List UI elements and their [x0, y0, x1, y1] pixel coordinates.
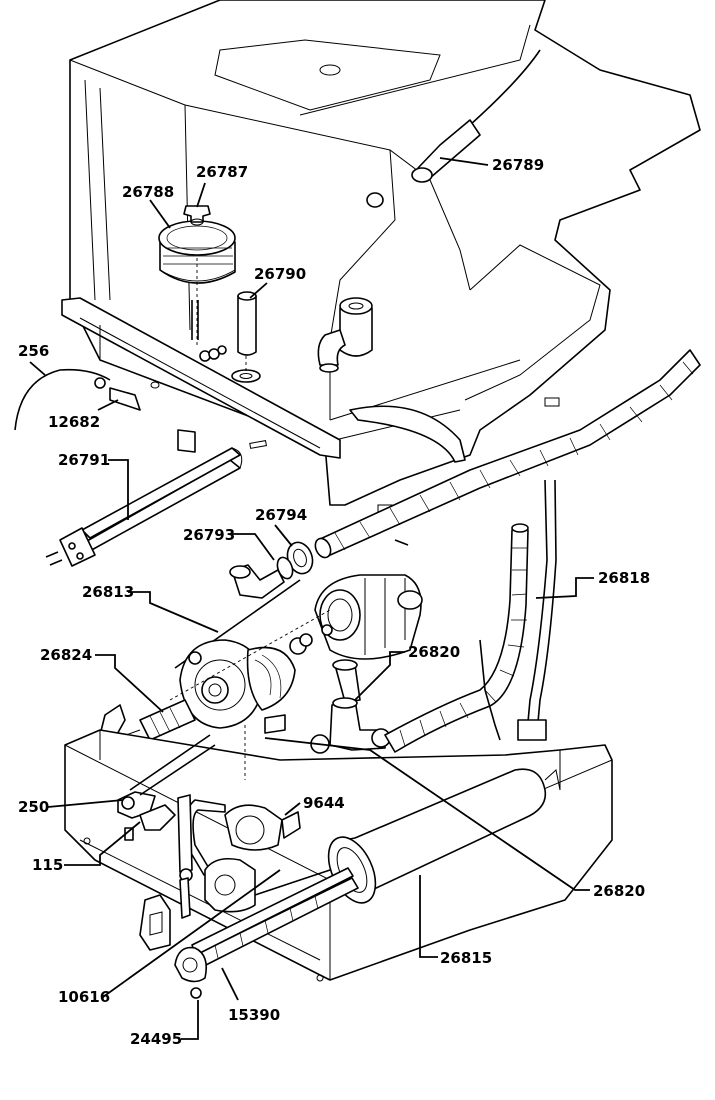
- arched-hose: [384, 479, 557, 753]
- callout-26815: 26815: [440, 949, 492, 967]
- callout-labels: 26789 26787 26788 26790 256 12682 26791 …: [18, 156, 650, 1048]
- hose-fitting: [229, 564, 285, 599]
- callout-26791: 26791: [58, 451, 110, 469]
- callout-26818: 26818: [598, 569, 650, 587]
- callout-115: 115: [32, 856, 63, 874]
- callout-26824: 26824: [40, 646, 92, 664]
- callout-26820-top: 26820: [408, 643, 460, 661]
- wash-pump: [169, 539, 423, 729]
- leader-lines: [29, 157, 594, 1040]
- callout-26788: 26788: [122, 183, 174, 201]
- callout-26794: 26794: [255, 506, 307, 524]
- filter-knob: [183, 205, 211, 226]
- callout-26820-bottom: 26820: [593, 882, 645, 900]
- callout-250: 250: [18, 798, 49, 816]
- callout-9644: 9644: [303, 794, 345, 812]
- callout-15390: 15390: [228, 1006, 280, 1024]
- callout-26793: 26793: [183, 526, 235, 544]
- callout-12682: 12682: [48, 413, 100, 431]
- heater-connector: [14, 368, 160, 431]
- cabinet-tank: [61, 0, 701, 514]
- t-piece: [264, 659, 391, 754]
- callout-256: 256: [18, 342, 49, 360]
- rinse-tank: [327, 768, 561, 904]
- drain-pump: [139, 857, 331, 951]
- level-sensor: [411, 49, 541, 183]
- filter-basket: [158, 220, 236, 345]
- callout-26790: 26790: [254, 265, 306, 283]
- heating-element: [45, 447, 243, 567]
- callout-26813: 26813: [82, 583, 134, 601]
- callout-10616: 10616: [58, 988, 110, 1006]
- callout-24495: 24495: [130, 1030, 182, 1048]
- solenoid-valve: [117, 734, 216, 882]
- overflow-elbow: [317, 297, 373, 373]
- callout-26789: 26789: [492, 156, 544, 174]
- drain-tube: [199, 291, 261, 383]
- tank-heating-element: [174, 867, 359, 999]
- callout-26787: 26787: [196, 163, 248, 181]
- washer: [276, 541, 314, 580]
- corrugated-drain-hose: [314, 349, 701, 559]
